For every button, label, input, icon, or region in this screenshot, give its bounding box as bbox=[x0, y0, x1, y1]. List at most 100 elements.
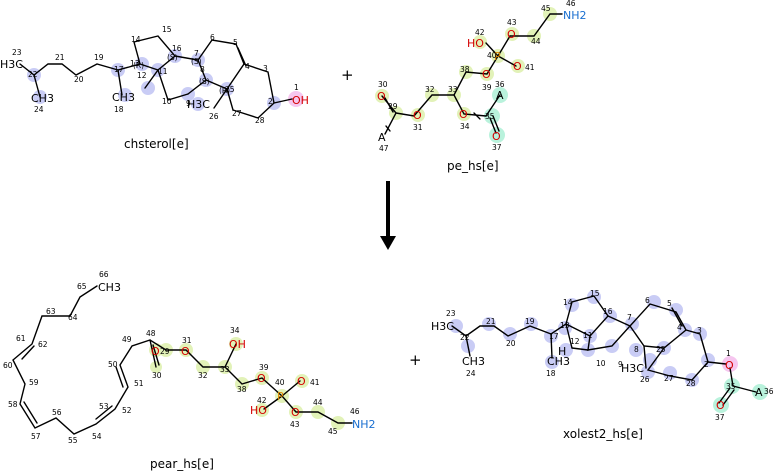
oxygen-label: O bbox=[482, 68, 491, 81]
atom-number: 19 bbox=[94, 53, 104, 62]
amine-label: NH2 bbox=[352, 418, 376, 431]
oxygen-label: O bbox=[297, 375, 306, 388]
methyl-label-19: H3C bbox=[187, 98, 210, 111]
oxygen-label: O bbox=[181, 345, 190, 358]
hydroxyl-label: HO bbox=[250, 404, 267, 417]
hydroxyl-label: HO bbox=[467, 37, 484, 50]
oxygen-label: O bbox=[492, 130, 501, 143]
amine-label: NH2 bbox=[563, 9, 587, 22]
phosphorus-label: P bbox=[277, 390, 284, 403]
atom-number: 2 bbox=[268, 97, 273, 106]
atom-number: 20 bbox=[74, 75, 84, 84]
atom-number: 6 bbox=[210, 33, 215, 42]
oxygen-label: O bbox=[725, 359, 734, 372]
oxygen-label: O bbox=[257, 372, 266, 385]
atom-number: 44 bbox=[313, 398, 323, 407]
atom-number: 16 bbox=[172, 44, 182, 53]
oxygen-label: O bbox=[413, 109, 422, 122]
atom-number: 45 bbox=[541, 4, 551, 13]
atom-number: 39 bbox=[482, 83, 492, 92]
atom-number: 30 bbox=[378, 80, 388, 89]
molecule-name: pear_hs[e] bbox=[150, 457, 214, 471]
atom-number: 21 bbox=[486, 317, 496, 326]
r-group-label: A bbox=[496, 89, 504, 102]
atom-number: 62 bbox=[38, 340, 48, 349]
atom-number: 25 bbox=[656, 345, 666, 354]
methyl-label-left: H3C bbox=[0, 58, 23, 71]
oxygen-label: O bbox=[716, 399, 725, 412]
atom-number: 54 bbox=[92, 432, 102, 441]
atom-number: 23 bbox=[446, 309, 456, 318]
molecule-pear-hs: CH3 O O OH O O HO O P NH2 29 30 31 32 33… bbox=[3, 270, 376, 471]
atom-number: 32 bbox=[425, 85, 435, 94]
atom-number: 32 bbox=[198, 371, 208, 380]
stereo-label: (R) bbox=[219, 86, 230, 95]
atom-number: 4 bbox=[677, 323, 682, 332]
atom-number: 48 bbox=[146, 329, 156, 338]
reaction-arrow-icon bbox=[380, 181, 396, 250]
oxygen-label: O bbox=[377, 90, 386, 103]
atom-number: 39 bbox=[259, 363, 269, 372]
atom-number: 1 bbox=[294, 83, 299, 92]
atom-number: 5 bbox=[667, 299, 672, 308]
atom-number: 4 bbox=[245, 62, 250, 71]
atom-number: 18 bbox=[114, 105, 124, 114]
molecule-name: chsterol[e] bbox=[124, 137, 189, 151]
atom-number: 46 bbox=[566, 0, 576, 8]
atom-number: 37 bbox=[492, 143, 502, 152]
atom-number: 27 bbox=[232, 109, 242, 118]
atom-number: 10 bbox=[162, 97, 172, 106]
atom-number: 34 bbox=[230, 326, 240, 335]
methyl-label-24: CH3 bbox=[462, 355, 485, 368]
atom-number: 22 bbox=[460, 333, 470, 342]
oxygen-label: O bbox=[507, 28, 516, 41]
bonds-xolest bbox=[451, 295, 757, 406]
atom-number: 51 bbox=[134, 379, 144, 388]
molecule-cholesterol: OH H3C CH3 CH3 H3C (S) (S) (S) (R) (R) 1… bbox=[0, 25, 309, 151]
atom-number: 63 bbox=[46, 307, 56, 316]
atom-number: 26 bbox=[640, 375, 650, 384]
atom-number: 56 bbox=[52, 408, 62, 417]
atom-number: 26 bbox=[209, 112, 219, 121]
atom-number: 58 bbox=[8, 400, 18, 409]
atom-number: 52 bbox=[122, 406, 132, 415]
atom-number: 33 bbox=[448, 85, 458, 94]
atom-number: 40 bbox=[487, 51, 497, 60]
oxygen-label: O bbox=[513, 60, 522, 73]
atom-number: 14 bbox=[131, 35, 141, 44]
methyl-label-24: CH3 bbox=[31, 92, 54, 105]
molecule-xolest2-hs: H3C CH3 CH3 H3C H O O A 1 2 3 4 5 6 7 8 … bbox=[431, 289, 774, 441]
atom-number: 5 bbox=[233, 38, 238, 47]
atom-number: 42 bbox=[257, 396, 267, 405]
atom-number: 38 bbox=[237, 385, 247, 394]
atom-number: 47 bbox=[379, 144, 389, 153]
atom-number: 1 bbox=[726, 349, 731, 358]
hydroxyl-label: OH bbox=[229, 338, 246, 351]
atom-number: 66 bbox=[99, 270, 109, 279]
atom-number: 10 bbox=[596, 359, 606, 368]
atom-number: 36 bbox=[764, 387, 774, 396]
methyl-label-18: CH3 bbox=[547, 355, 570, 368]
atom-number: 44 bbox=[531, 37, 541, 46]
atom-number: 3 bbox=[263, 64, 268, 73]
atom-number: 9 bbox=[186, 99, 191, 108]
atom-number: 45 bbox=[328, 427, 338, 436]
atom-number: 15 bbox=[590, 289, 600, 298]
atom-number: 29 bbox=[388, 102, 398, 111]
methyl-label: CH3 bbox=[98, 281, 121, 294]
atom-number: 7 bbox=[627, 313, 632, 322]
atom-number: 2 bbox=[704, 360, 709, 369]
atom-number: 17 bbox=[114, 65, 124, 74]
atom-number: 12 bbox=[137, 71, 147, 80]
atom-number: 30 bbox=[152, 371, 162, 380]
atom-number: 13 bbox=[130, 59, 140, 68]
stereo-label: (S) bbox=[167, 53, 178, 62]
atom-number: 16 bbox=[603, 307, 613, 316]
atom-number: 15 bbox=[162, 25, 172, 34]
atom-number: 17 bbox=[549, 332, 559, 341]
atom-number: 23 bbox=[12, 48, 22, 57]
atom-number: 34 bbox=[460, 122, 470, 131]
atom-number: 9 bbox=[618, 360, 623, 369]
atom-number: 11 bbox=[583, 331, 593, 340]
